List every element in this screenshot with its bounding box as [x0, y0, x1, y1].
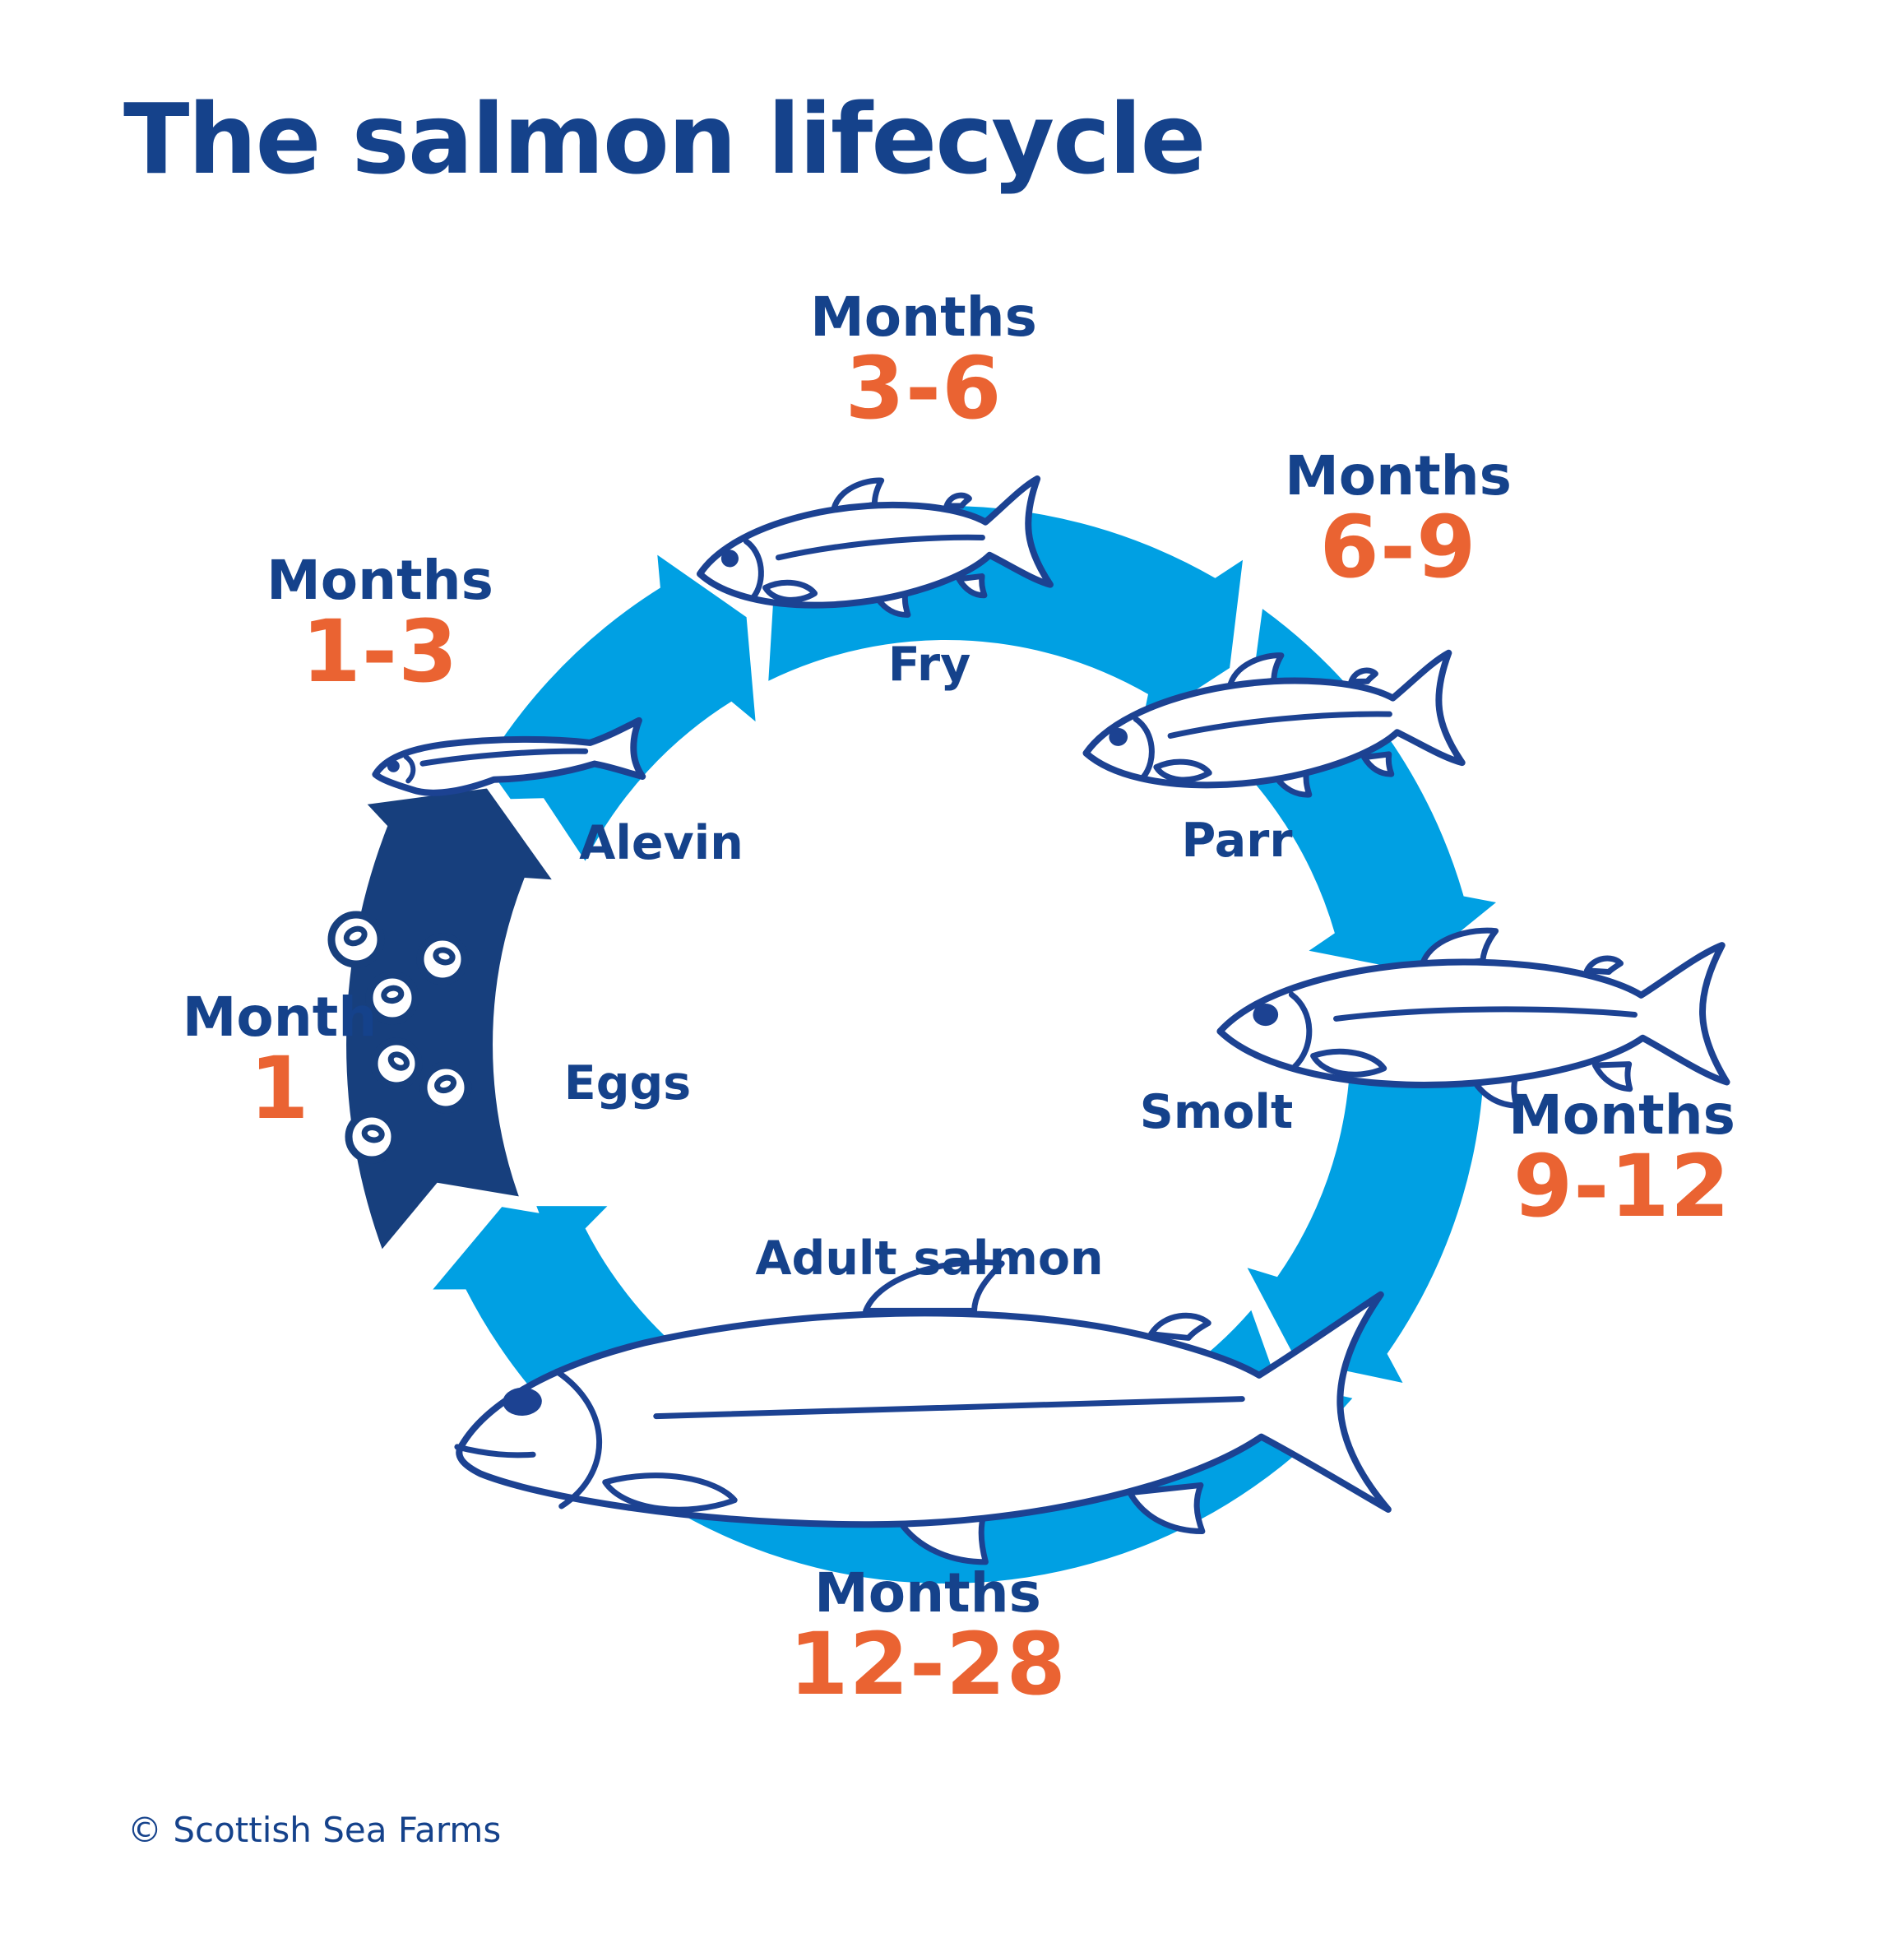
- egg-4: [370, 1037, 423, 1090]
- months-range: 1-3: [301, 601, 459, 703]
- egg-1: [327, 911, 385, 968]
- months-word: Months: [1508, 1083, 1735, 1147]
- months-badge-parr: Months 6-9: [1285, 448, 1512, 591]
- egg-6: [345, 1110, 399, 1164]
- months-badge-alevin: Months 1-3: [266, 549, 493, 703]
- copyright: © Scottish Sea Farms: [127, 1810, 501, 1850]
- months-word: Months: [810, 285, 1037, 349]
- months-range: 3-6: [845, 338, 1003, 439]
- months-range: 6-9: [1319, 497, 1477, 598]
- page-title: The salmon lifecycle: [123, 82, 1207, 196]
- stage-label-eggs: Eggs: [563, 1056, 692, 1111]
- stage-label-alevin: Alevin: [579, 816, 744, 870]
- egg-2: [416, 933, 469, 985]
- months-badge-adult: Months 12-28: [789, 1561, 1067, 1715]
- months-badge-smolt: Months 9-12: [1508, 1083, 1735, 1237]
- months-word: Months: [1285, 444, 1512, 508]
- months-word: Month: [182, 985, 378, 1049]
- stage-label-fry: Fry: [887, 638, 971, 692]
- cycle-segment-parr: [1184, 609, 1496, 972]
- months-word: Months: [266, 549, 493, 612]
- eggs-cluster: [327, 911, 472, 1164]
- months-badge-fry: Months 3-6: [810, 285, 1037, 439]
- stage-label-adult: Adult salmon: [755, 1231, 1104, 1286]
- months-badge-eggs: Month 1: [182, 985, 378, 1139]
- stage-label-smolt: Smolt: [1139, 1085, 1294, 1139]
- months-range: 1: [249, 1038, 310, 1139]
- stage-label-parr: Parr: [1181, 814, 1293, 868]
- cycle-segment-alevin: [466, 554, 756, 861]
- copyright-text: © Scottish Sea Farms: [127, 1810, 502, 1850]
- months-range: 12-28: [789, 1614, 1067, 1715]
- months-word: Months: [814, 1561, 1041, 1625]
- egg-3: [365, 971, 419, 1025]
- egg-5: [419, 1061, 472, 1114]
- months-range: 9-12: [1513, 1136, 1731, 1237]
